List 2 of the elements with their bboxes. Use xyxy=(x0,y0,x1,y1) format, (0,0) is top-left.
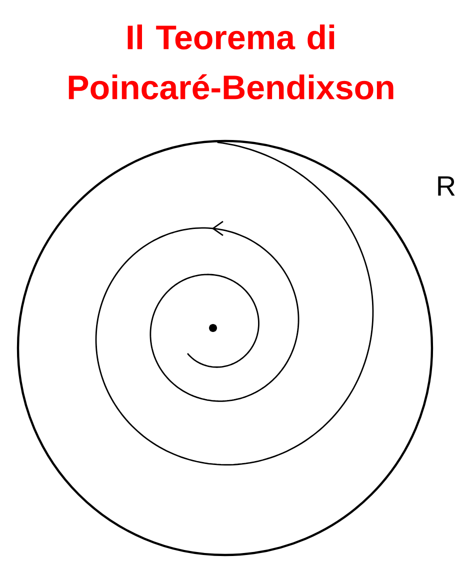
title: Il Teorema di Poincaré-Bendixson xyxy=(68,24,394,100)
region-label: R xyxy=(438,176,455,196)
